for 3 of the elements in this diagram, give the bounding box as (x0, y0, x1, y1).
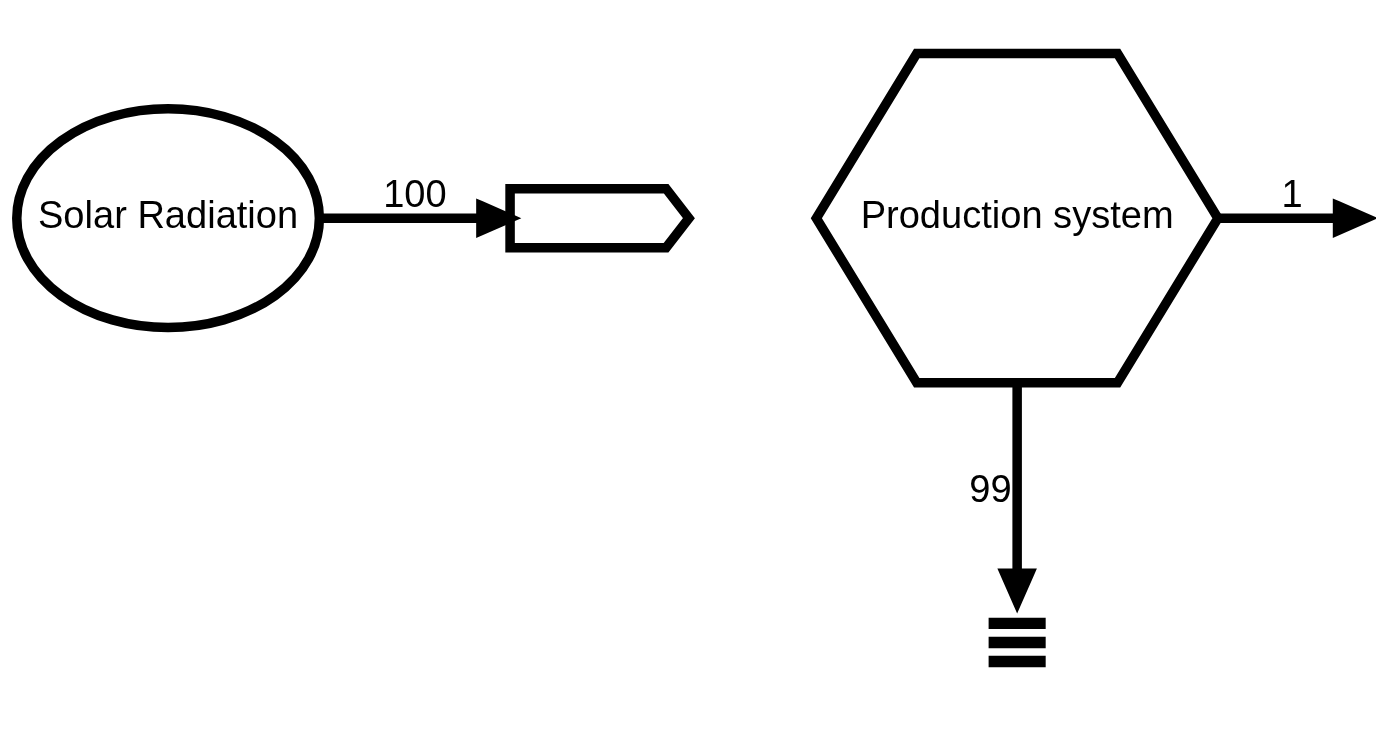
edge-label: 100 (383, 172, 447, 215)
edge-label: 1 (1281, 172, 1303, 215)
edge-label: 99 (969, 467, 1012, 510)
